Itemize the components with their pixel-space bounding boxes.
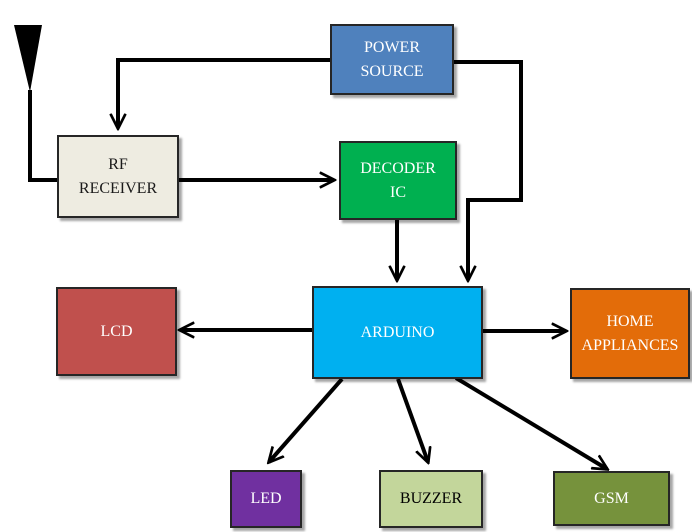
gsm-label: GSM [594,489,629,507]
decoder-ic-block: DECODER IC [339,141,457,220]
home-appliances-label: HOME APPLIANCES [581,312,679,354]
rf-receiver-label: RF RECEIVER [78,155,158,197]
arduino-block: ARDUINO [312,286,483,379]
led-label: LED [250,490,282,507]
lcd-label: LCD [100,322,133,340]
wire-arduino-to-gsm [454,376,607,469]
wire-power-to-rf-receiver [118,58,330,128]
home-appliances-block: HOME APPLIANCES [570,288,690,379]
buzzer-block: BUZZER [379,470,483,528]
buzzer-label: BUZZER [399,490,463,507]
wire-arduino-to-led [269,377,344,462]
power-source-block: POWER SOURCE [330,24,454,95]
arduino-label: ARDUINO [360,323,435,341]
gsm-block: GSM [553,471,670,526]
power-source-label: POWER SOURCE [360,38,424,80]
wire-arduino-to-buzzer [396,378,428,462]
led-block: LED [230,470,302,528]
rf-receiver-block: RF RECEIVER [57,135,179,218]
wire-power-to-arduino [454,60,523,280]
antenna-icon [14,25,42,92]
decoder-ic-label: DECODER IC [360,159,436,201]
lcd-block: LCD [56,287,177,376]
